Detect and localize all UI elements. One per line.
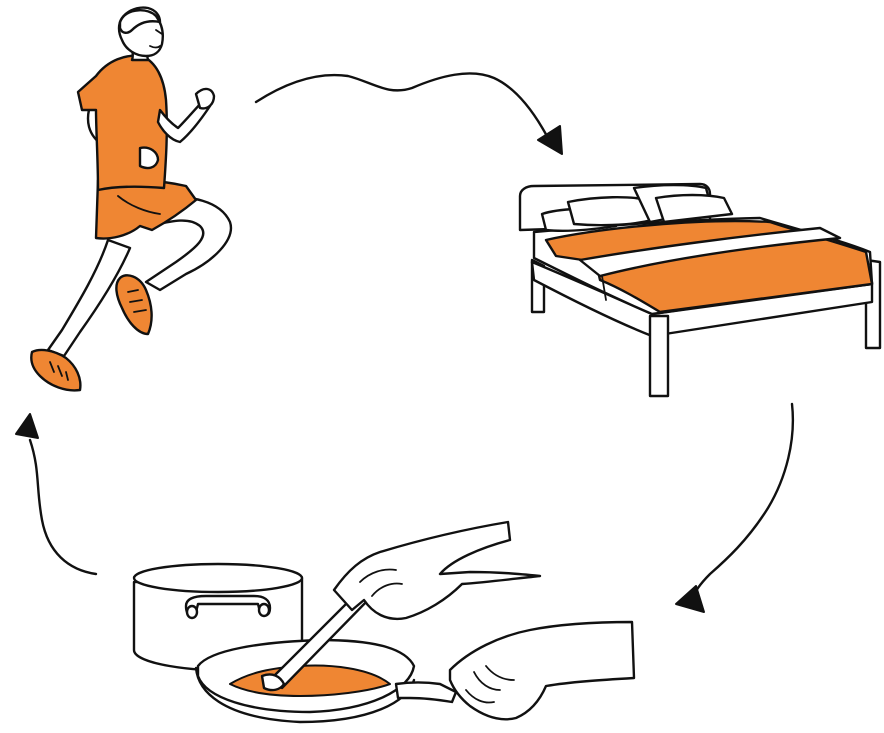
arrow-exercise-to-sleep xyxy=(256,73,562,154)
cooking-pan-icon xyxy=(134,522,634,722)
arrow-cooking-to-exercise xyxy=(16,414,96,574)
arrow-sleep-to-cooking xyxy=(676,404,793,612)
running-man-icon xyxy=(31,8,231,391)
bed-icon xyxy=(520,184,880,396)
